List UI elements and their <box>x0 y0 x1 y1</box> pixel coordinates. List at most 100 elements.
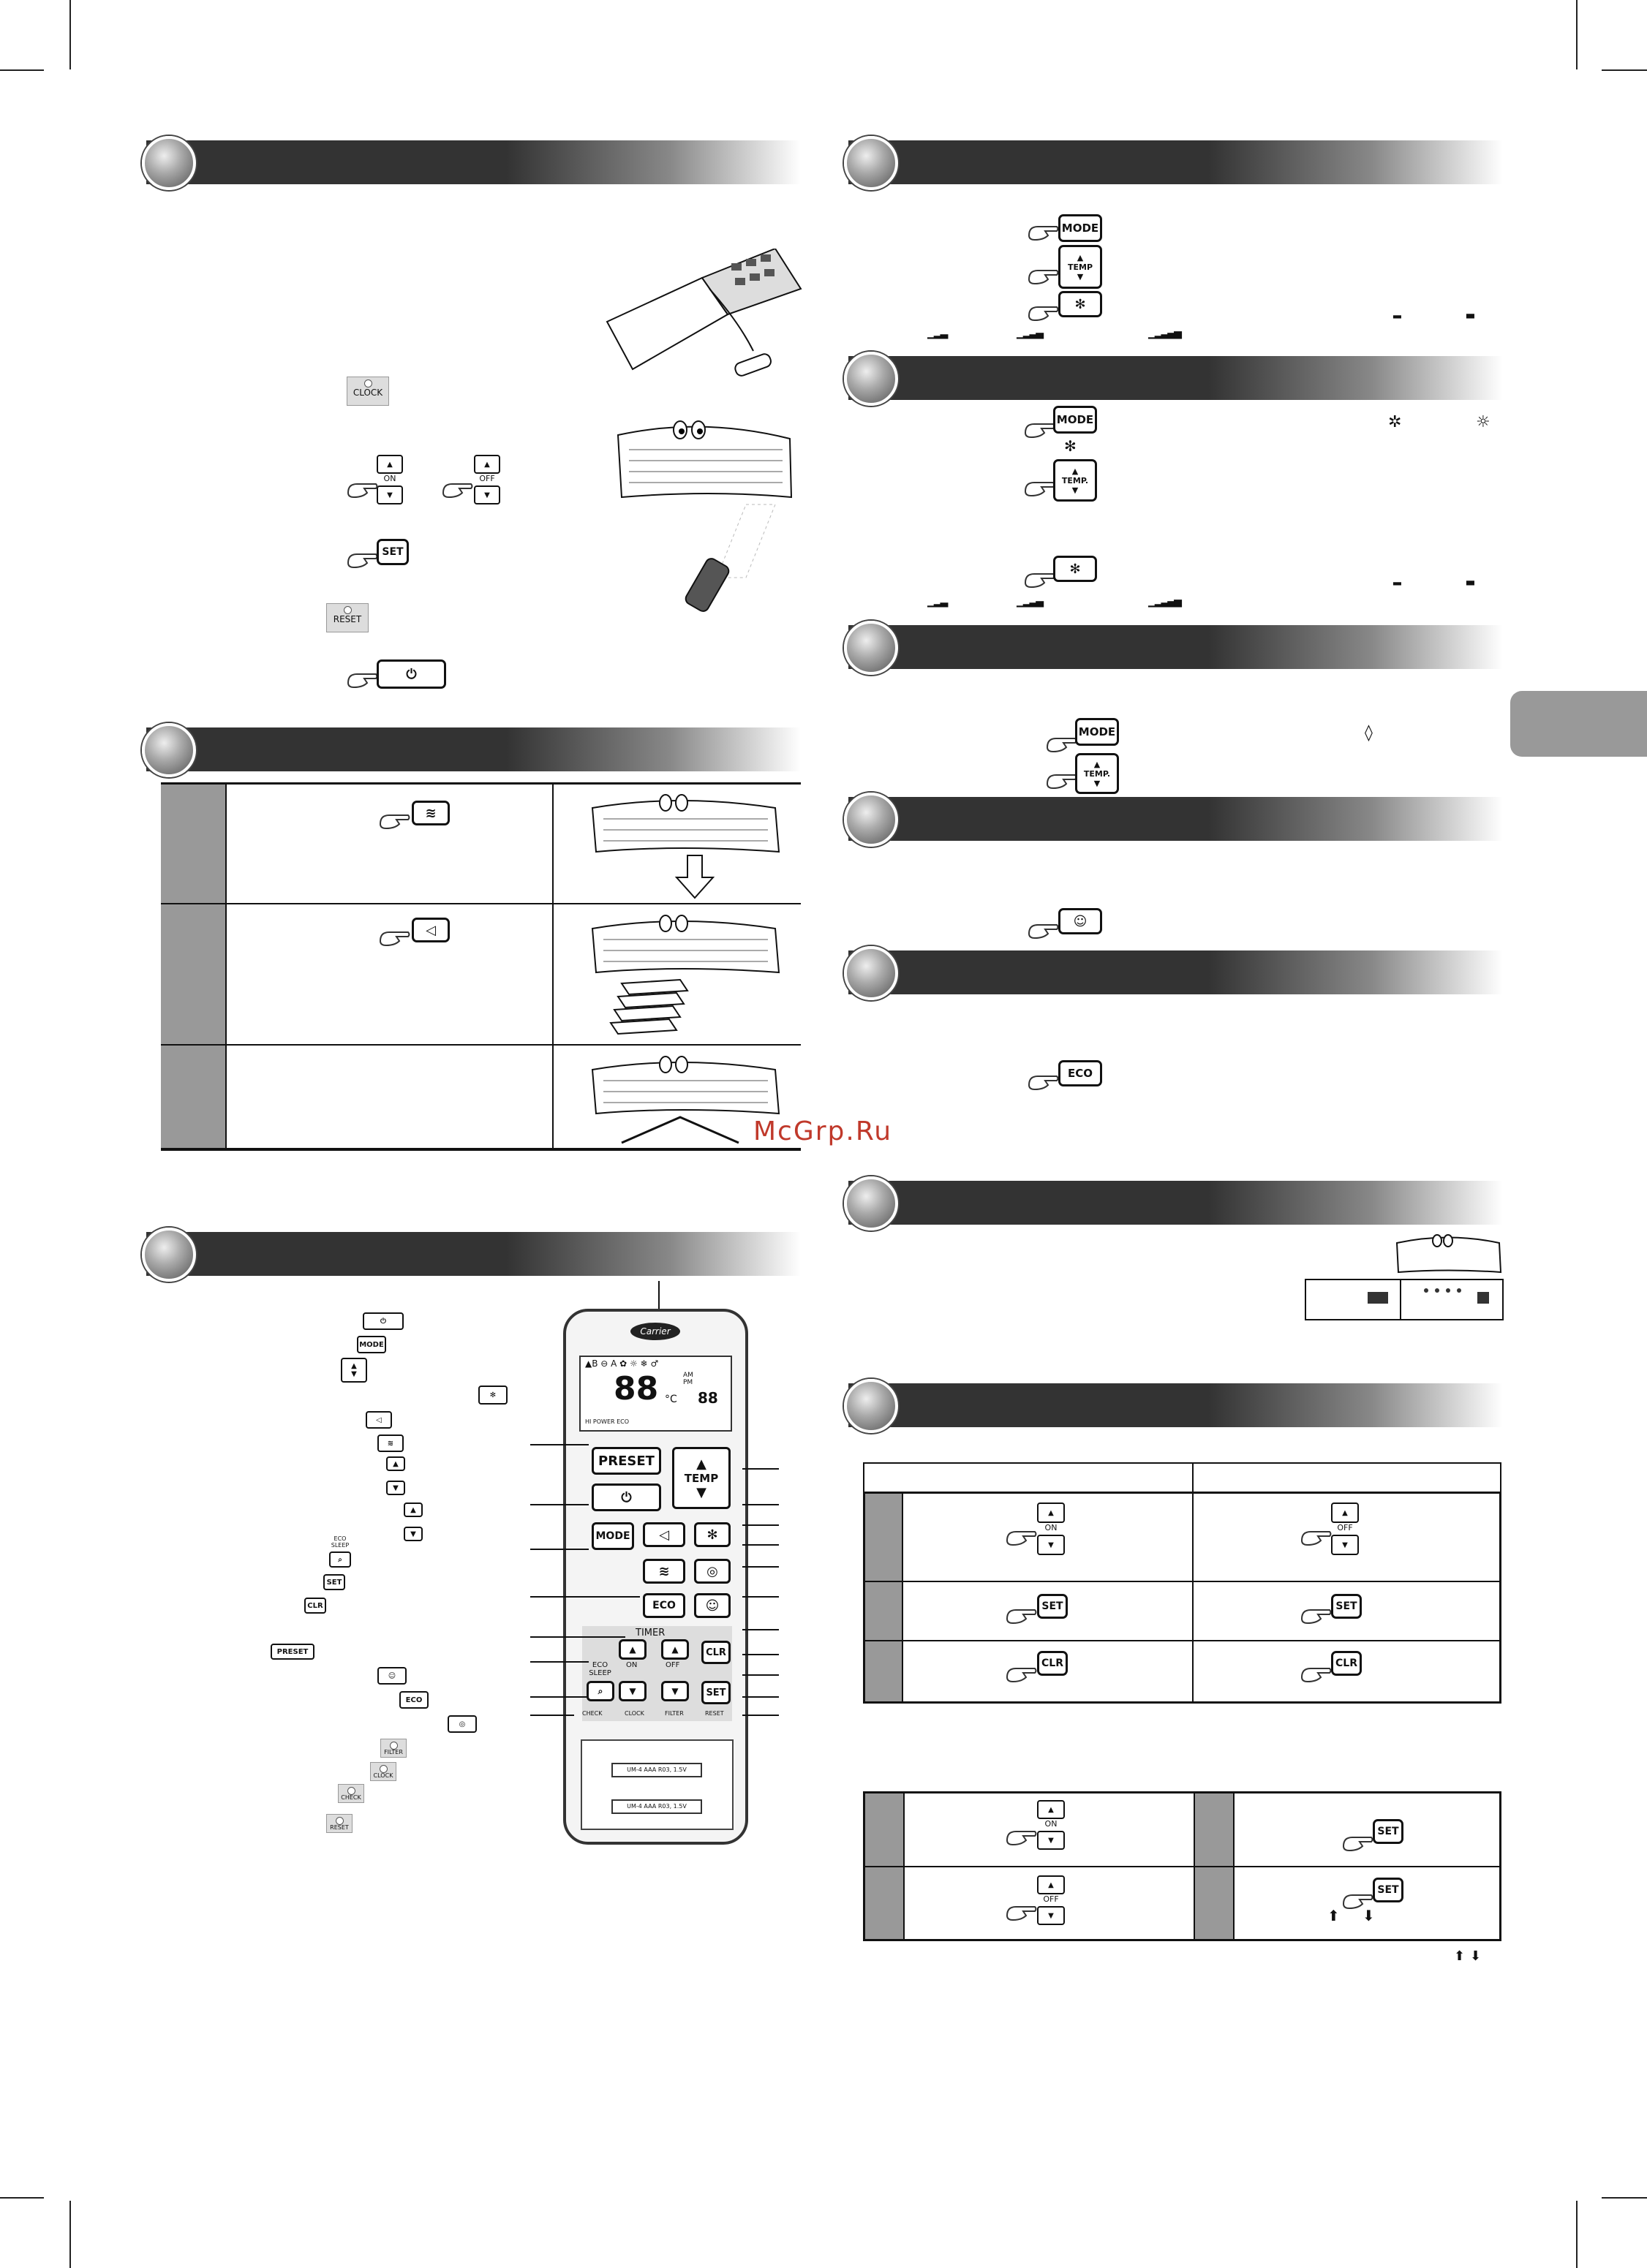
set-button[interactable]: SET <box>1331 1594 1362 1619</box>
reset-label[interactable]: RESET <box>705 1710 724 1717</box>
section-tab <box>1510 691 1647 757</box>
legend-reset-key: RESET <box>326 1814 353 1833</box>
up-arrow-key[interactable]: ▲ <box>474 455 500 474</box>
on-timer-keys[interactable]: ▲ ON ▼ <box>1037 1502 1065 1568</box>
up-arrow-key[interactable]: ▲ <box>1037 1502 1065 1523</box>
on-label: ON <box>383 474 396 483</box>
clock-label[interactable]: CLOCK <box>625 1710 644 1717</box>
pointing-hand-icon <box>1028 918 1060 940</box>
eco-button[interactable]: ECO <box>643 1593 685 1618</box>
mode-button[interactable]: MODE <box>1053 406 1097 434</box>
down-arrow-key[interactable]: ▼ <box>1037 1906 1065 1925</box>
fan-button[interactable]: ✻ <box>694 1522 731 1547</box>
up-arrow-icon: ⬆ <box>1454 1948 1466 1964</box>
down-arrow-key[interactable]: ▼ <box>377 485 403 504</box>
pointing-hand-icon <box>1006 1524 1038 1546</box>
quiet-icon: ☺ <box>705 1598 720 1614</box>
fix-button[interactable]: ◁ <box>643 1522 685 1547</box>
row-marker <box>865 1641 902 1701</box>
set-button[interactable]: SET <box>1373 1878 1403 1902</box>
reset-button[interactable]: RESET <box>326 603 369 632</box>
temp-button[interactable]: ▲TEMP.▼ <box>1075 753 1119 794</box>
clock-button[interactable]: CLOCK <box>347 377 389 406</box>
eco-sleep-button[interactable]: ⌕ <box>587 1681 614 1701</box>
mode-button[interactable]: MODE <box>1075 718 1119 746</box>
set-button[interactable]: SET <box>1373 1819 1403 1844</box>
legend-quiet-key: ☺ <box>377 1667 407 1685</box>
quiet-button[interactable]: ☺ <box>1058 908 1102 934</box>
off-timer-keys[interactable]: ▲ OFF ▼ <box>1331 1502 1359 1568</box>
lcd-digits: 88 <box>614 1370 659 1407</box>
off-timer-keys[interactable]: ▲ OFF ▼ <box>474 455 502 513</box>
callout-line <box>530 1696 589 1698</box>
callout-line <box>742 1696 779 1698</box>
power-button[interactable]: ⏻ <box>592 1483 661 1511</box>
swing-button[interactable]: ≋ <box>643 1559 685 1584</box>
up-arrow-key[interactable]: ▲ <box>1037 1800 1065 1819</box>
pointing-hand-icon <box>1300 1661 1333 1683</box>
legend-off-up-key: ▲ <box>404 1502 423 1517</box>
off-up-button[interactable]: ▲ <box>661 1639 689 1660</box>
fan-button[interactable]: ✻ <box>1053 556 1097 582</box>
clr-button[interactable]: CLR <box>1037 1651 1068 1676</box>
hipower-button[interactable]: ◎ <box>694 1559 731 1584</box>
on-down-button[interactable]: ▼ <box>619 1681 647 1701</box>
filter-label[interactable]: FILTER <box>665 1710 684 1717</box>
off-down-button[interactable]: ▼ <box>661 1681 689 1701</box>
down-arrow-key[interactable]: ▼ <box>1331 1535 1359 1555</box>
down-arrow-key[interactable]: ▼ <box>1037 1535 1065 1555</box>
on-timer-keys[interactable]: ▲ ON ▼ <box>377 455 404 513</box>
set-button[interactable]: SET <box>701 1681 731 1704</box>
clr-button[interactable]: CLR <box>1331 1651 1362 1676</box>
temp-label: TEMP. <box>1083 768 1111 779</box>
pointing-hand-icon <box>1300 1603 1333 1625</box>
temp-button[interactable]: ▲ TEMP ▼ <box>672 1447 731 1509</box>
temp-button[interactable]: ▲TEMP▼ <box>1058 245 1102 289</box>
down-arrow-key[interactable]: ▼ <box>474 485 500 504</box>
quiet-button[interactable]: ☺ <box>694 1593 731 1618</box>
swing-button[interactable]: ≋ <box>412 801 450 825</box>
preset-button[interactable]: PRESET <box>592 1447 661 1475</box>
row-marker <box>161 904 225 1044</box>
set-button[interactable]: SET <box>1037 1594 1068 1619</box>
fan-speed-icon: ▃ <box>1466 574 1474 586</box>
eco-sleep-label: ECO SLEEP <box>589 1661 611 1677</box>
pointing-hand-icon <box>1342 1830 1374 1852</box>
section-header-filter <box>844 1176 1503 1231</box>
legend-check-key: CHECK <box>338 1784 364 1803</box>
fix-louver-button[interactable]: ◁ <box>412 918 450 942</box>
off-timer-keys[interactable]: ▲ OFF ▼ <box>1037 1875 1065 1938</box>
on-timer-keys[interactable]: ▲ ON ▼ <box>1037 1800 1065 1862</box>
fan-button[interactable]: ✻ <box>1058 291 1102 317</box>
legend-clr-key: CLR <box>304 1598 326 1614</box>
timer-table: ▲ ON ▼ ▲ OFF ▼ SET SET CLR CLR <box>863 1462 1501 1704</box>
check-label[interactable]: CHECK <box>582 1710 603 1717</box>
callout-line <box>742 1715 779 1716</box>
brand-logo: Carrier <box>630 1323 680 1340</box>
fan-speed-icon: ▁▂▃▄ <box>1017 328 1044 339</box>
power-button[interactable]: ⏻ <box>377 659 446 689</box>
up-arrow-key[interactable]: ▲ <box>377 455 403 474</box>
callout-line <box>530 1661 589 1663</box>
pointing-hand-icon <box>379 925 411 947</box>
legend-on-down-key: ▼ <box>386 1481 405 1495</box>
lcd-small-digits: 88 <box>698 1389 718 1407</box>
temp-button[interactable]: ▲TEMP.▼ <box>1053 459 1097 502</box>
mode-button[interactable]: MODE <box>592 1522 634 1550</box>
pointing-hand-icon <box>379 808 411 830</box>
fan-speed-icon: ▁▂▃▄▅ <box>1148 328 1182 339</box>
mode-button[interactable]: MODE <box>1058 214 1102 242</box>
row-marker <box>865 1867 903 1939</box>
up-arrow-key[interactable]: ▲ <box>1037 1875 1065 1894</box>
callout-line <box>530 1596 640 1598</box>
down-arrow-key[interactable]: ▼ <box>1037 1831 1065 1850</box>
temp-label: TEMP. <box>1061 475 1089 485</box>
eco-button[interactable]: ECO <box>1058 1060 1102 1086</box>
set-button[interactable]: SET <box>377 539 409 565</box>
pointing-hand-icon <box>1046 731 1078 753</box>
up-arrow-key[interactable]: ▲ <box>1331 1502 1359 1523</box>
aircon-auto-illustration <box>578 1051 790 1146</box>
clr-button[interactable]: CLR <box>701 1641 731 1664</box>
on-up-button[interactable]: ▲ <box>619 1639 647 1660</box>
on-label: ON <box>1044 1819 1058 1829</box>
